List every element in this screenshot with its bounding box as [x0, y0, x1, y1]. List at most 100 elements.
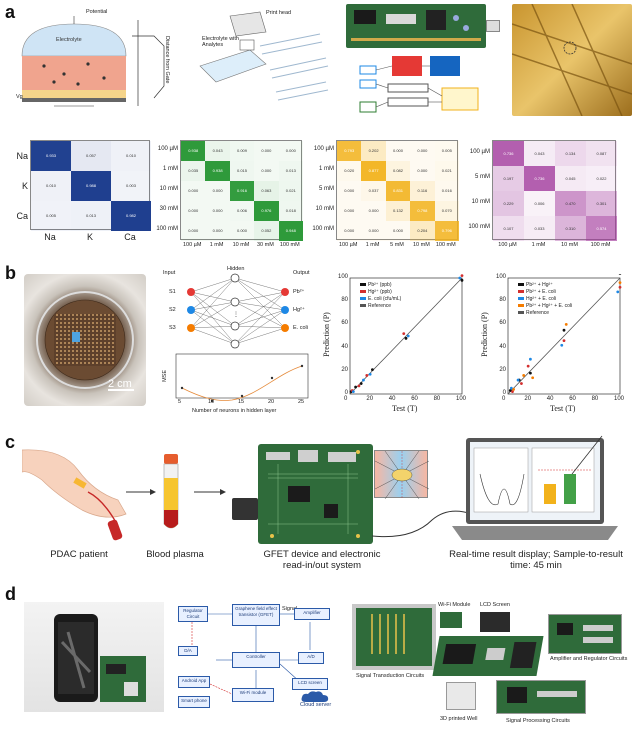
matrix-cell: 0.010	[31, 171, 71, 201]
matrix-cell: 0.938	[205, 161, 230, 181]
mse-xtick-1: 10	[208, 399, 215, 405]
neural-network-diagram: Input Hidden Output ⋮ S1 S2 S3 Pb²⁺ Hg²⁺…	[155, 266, 325, 350]
matrix-cell: 0.310	[555, 216, 586, 241]
matrix-cell: 0.000	[361, 221, 386, 241]
prediction-point	[529, 371, 532, 375]
x-tick-label: 80	[591, 396, 599, 402]
matrix-cell: 0.010	[111, 141, 151, 171]
prediction-point	[351, 390, 355, 394]
x-tick-label: 20	[366, 396, 374, 402]
prediction-point	[520, 382, 523, 385]
matrix-cell: 0.948	[278, 221, 303, 241]
y-tick-label: 40	[341, 343, 348, 350]
matrix-cell: 0.005	[434, 141, 459, 161]
matrix-row-label: 1 mM	[163, 166, 178, 172]
distance-label: Distance from Gate	[164, 36, 170, 84]
matrix-col-label: 100 µM	[182, 242, 202, 248]
panel-letter-d: d	[5, 584, 16, 604]
matrix-col-label: 100 µM	[498, 242, 517, 248]
matrix-col-label: 10 mM	[412, 242, 430, 248]
y-tick-label: 100	[337, 274, 348, 280]
matrix-cell: 0.063	[254, 181, 279, 201]
nn-hidden-label: Hidden	[227, 266, 245, 272]
matrix-col-label: 10 mM	[561, 242, 578, 248]
caption-display: Real-time result display; Sample-to-resu…	[449, 549, 623, 571]
mse-xtick-2: 15	[238, 399, 245, 405]
matrix-cell: 0.000	[229, 221, 255, 241]
usb-connector	[232, 498, 258, 520]
matrix-row-label: 30 mM	[159, 206, 178, 212]
matrix-cell: 0.000	[385, 141, 411, 161]
matrix-row-label: 100 mM	[312, 226, 334, 232]
electrolyte-label: Electrolyte	[56, 37, 82, 43]
matrix-cell: 0.470	[555, 191, 586, 216]
matrix-row-label: 100 µM	[313, 146, 334, 152]
label-printed-well: 3D printed Well	[440, 716, 478, 722]
matrix-cell: 0.021	[434, 161, 459, 181]
matrix-cell: 0.000	[181, 181, 206, 201]
matrix-cell: 0.202	[361, 141, 386, 161]
matrix-cell: 0.197	[493, 166, 524, 191]
nn-input-label: Input	[163, 270, 176, 276]
pcb-photo	[346, 4, 486, 48]
matrix-cell: 0.000	[205, 201, 230, 221]
matrix-cell: 0.021	[278, 181, 303, 201]
prediction-point	[531, 376, 535, 380]
x-tick-label: 40	[388, 396, 396, 402]
svg-text:⋮: ⋮	[233, 312, 239, 318]
x-axis-label: Test (T)	[392, 404, 418, 413]
reference-line	[507, 277, 621, 395]
print-head-label: Print head	[266, 10, 292, 16]
matrix-row-label: 100 µM	[469, 148, 490, 155]
signal-label: Signal	[282, 606, 298, 612]
prediction-point	[511, 390, 514, 394]
legend-entry: E. coli (cfu/mL)	[360, 296, 401, 302]
printed-well-photo	[446, 682, 476, 710]
nn-svg: ⋮	[187, 273, 289, 349]
matrix-cell: 0.013	[278, 161, 303, 181]
prediction-point	[357, 384, 361, 388]
matrix-cell: 0.793	[337, 141, 362, 161]
main-board-photo	[432, 636, 544, 676]
matrix-cell: 0.033	[524, 216, 555, 241]
blood-tube	[160, 454, 182, 534]
cloud-server-label: Cloud server	[300, 702, 332, 708]
matrix-cell: 0.229	[493, 191, 524, 216]
matrix-cell: 0.006	[229, 201, 255, 221]
prediction-point	[460, 274, 464, 278]
nn-output-pb: Pb²⁺	[293, 289, 305, 295]
matrix-cell: 0.982	[111, 201, 151, 231]
matrix-cell: 0.070	[434, 201, 459, 221]
matrix-col-label: 100 mM	[590, 242, 611, 248]
matrix-row-label: 10 mM	[471, 198, 490, 205]
chip-connector	[486, 20, 500, 32]
legend-entry: Hg²⁺ + E. coli	[518, 296, 556, 302]
matrix-cell: 0.574	[586, 216, 617, 241]
prediction-point	[368, 372, 372, 376]
matrix-row-label: 10 mM	[315, 206, 334, 212]
y-tick-label: 0	[344, 390, 348, 396]
panel-letter-a: a	[5, 2, 16, 22]
matrix-cell: 0.916	[229, 181, 255, 201]
caption-patient: PDAC patient	[50, 549, 108, 560]
y-tick-label: 60	[341, 320, 348, 327]
mse-xlabel: Number of neurons in hidden layer	[192, 408, 277, 414]
matrix-cell: 0.000	[337, 181, 362, 201]
matrix-cell: 0.000	[181, 201, 206, 221]
y-tick-label: 20	[341, 366, 348, 373]
scale-bar-label: 2 cm	[108, 378, 132, 390]
matrix-cell: 0.988	[71, 171, 111, 201]
block-controller: Controller	[232, 652, 280, 668]
matrix-col-label: 1 mM	[209, 242, 224, 248]
prediction-svg	[507, 274, 622, 395]
matrix-row-label: 1 mM	[319, 166, 334, 172]
handheld-photo	[24, 602, 164, 712]
label-lcd-screen: LCD Screen	[480, 602, 510, 608]
matrix-cell: 0.013	[71, 201, 111, 231]
legend-entry: Hg²⁺ (ppb)	[360, 289, 392, 295]
nn-input-s1: S1	[169, 289, 176, 295]
y-tick-label: 40	[499, 343, 506, 350]
matrix-col-label: 1 mM	[365, 242, 380, 248]
matrix-cell: 0.006	[524, 191, 555, 216]
